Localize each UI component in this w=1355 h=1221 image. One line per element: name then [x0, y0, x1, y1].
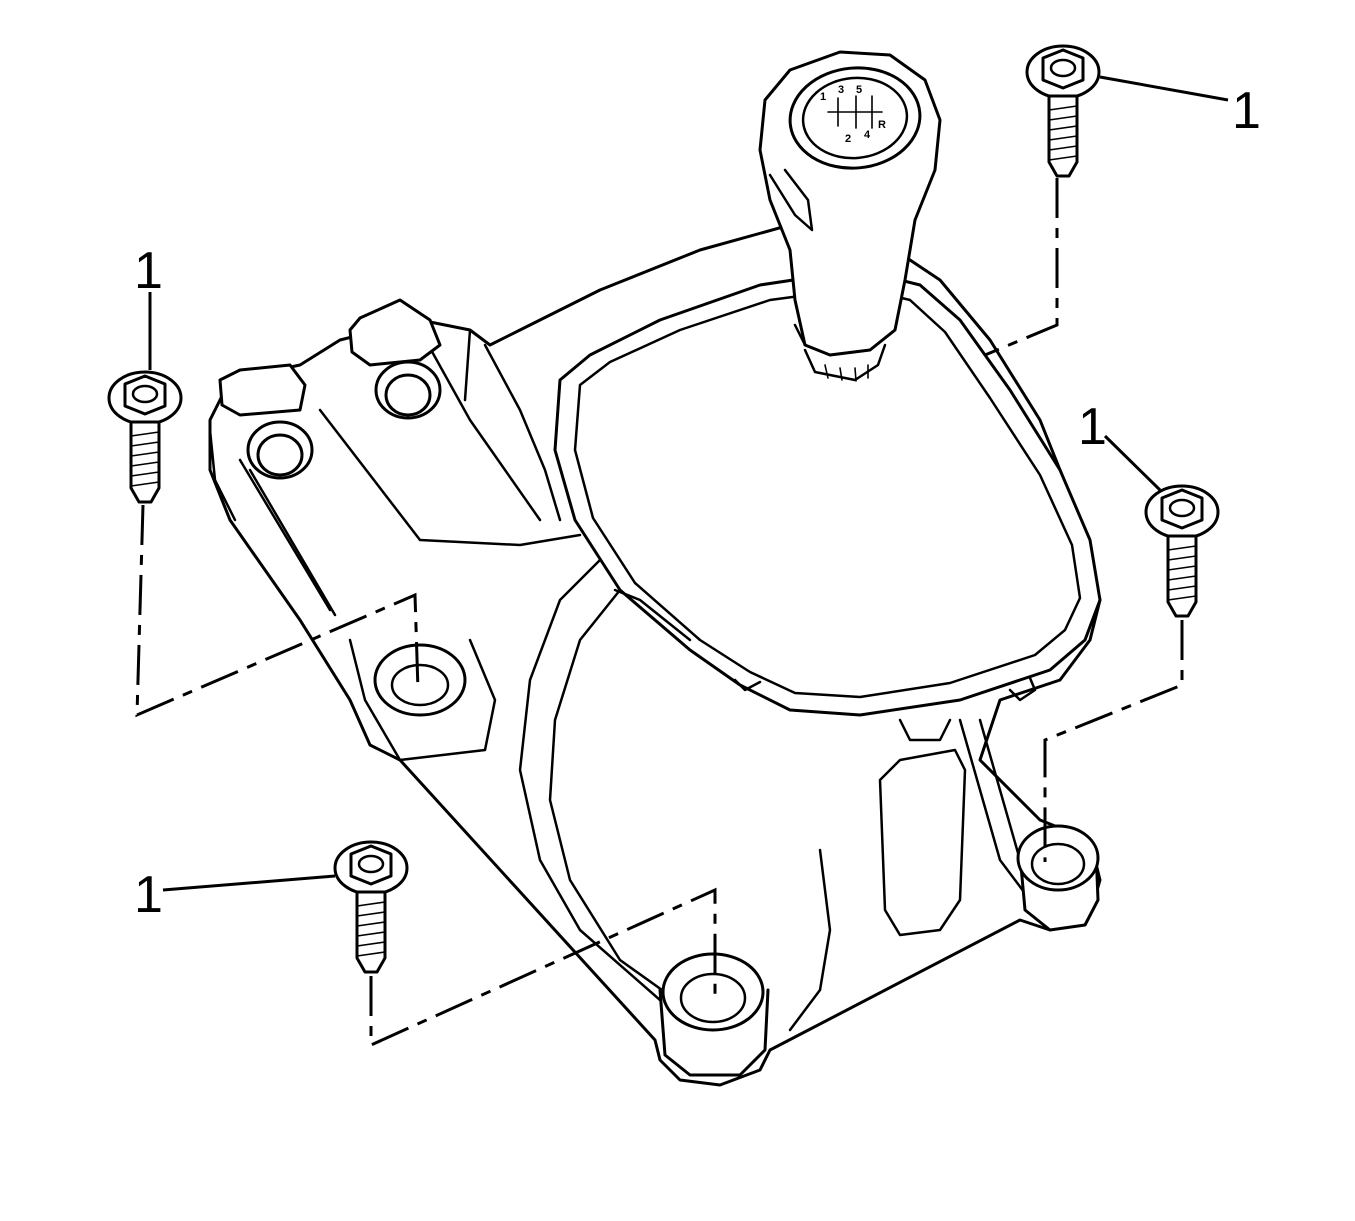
connector-right	[348, 298, 442, 420]
mount-boss-bottom	[658, 952, 770, 1077]
centerline-top-right	[984, 178, 1059, 357]
pattern-gear-4: 4	[864, 129, 871, 141]
bolt-top-right	[1025, 44, 1101, 178]
bolt-right	[1144, 484, 1220, 618]
mount-boss-right	[1016, 824, 1100, 932]
shift-knob: 1 3 5 2 4 R	[758, 50, 942, 382]
callout-bolt-left: 1	[134, 242, 163, 300]
callout-bolt-bottom: 1	[134, 866, 163, 924]
pattern-gear-5: 5	[856, 84, 862, 96]
bolt-bottom	[333, 840, 409, 974]
shift-pattern-label: 1 3 5 2 4 R	[820, 84, 886, 145]
bolt-left	[107, 370, 183, 504]
connector-left	[208, 363, 314, 522]
callout-bolt-top-right: 1	[1232, 82, 1261, 140]
centerline-left	[135, 504, 420, 718]
callout-bolt-right: 1	[1078, 398, 1107, 456]
pattern-gear-2: 2	[845, 133, 851, 145]
callout-leaders	[148, 75, 1229, 892]
pattern-gear-1: 1	[820, 91, 826, 103]
centerline-right	[1043, 620, 1184, 862]
mount-boss-left	[373, 643, 467, 717]
installation-lines	[135, 178, 1184, 1048]
pattern-gear-3: 3	[838, 84, 844, 96]
pattern-gear-R: R	[878, 119, 886, 131]
centerline-bottom	[369, 887, 717, 1048]
